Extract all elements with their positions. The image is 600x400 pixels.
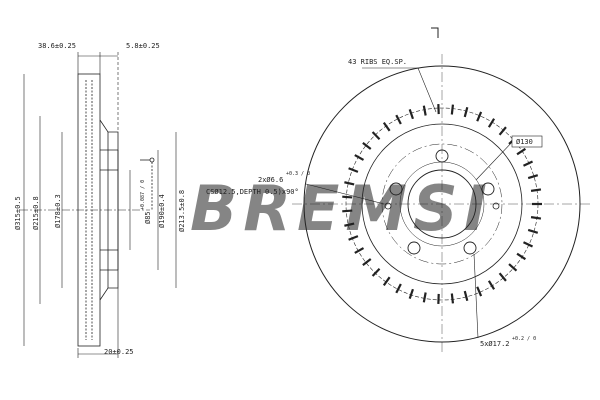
rib-tick [371,131,381,140]
rib-tick [498,126,507,136]
rib-tick [516,147,527,156]
rib-tick [395,114,402,125]
dim-pcd: Ø130 [516,138,533,146]
rib-tick [527,228,539,234]
dim-diameter-85-tol: +0.087 / 0 [140,180,146,210]
rib-tick [342,209,353,213]
rib-tick [508,263,518,272]
rib-tick [362,258,372,266]
watermark-text: BREMSI [190,172,493,245]
rib-tick [348,167,359,173]
rib-tick [487,118,496,128]
rib-tick [382,122,391,132]
rib-tick [527,174,539,180]
rib-tick [422,105,427,116]
rib-tick [476,286,483,297]
rib-tick [395,283,402,294]
rib-tick [450,293,455,304]
rib-tick [530,216,542,220]
rib-tick [450,104,455,115]
label-ribs: 43 RIBS EQ.SP. [348,58,407,66]
dim-outer-diameter: Ø315±0.5 [14,196,22,230]
rib-tick [530,188,542,192]
leader-bolt-holes [473,253,479,339]
section-view [20,73,155,347]
section-dimensions [23,52,177,358]
rib-tick [371,268,381,277]
dim-diameter-85: Ø85 [144,211,152,224]
rib-tick [516,252,527,261]
small-hole [384,202,392,210]
dim-diameter-215: Ø215±0.8 [32,196,40,230]
rib-tick [348,235,359,241]
rib-tick [382,276,391,286]
front-view [292,54,592,354]
rib-tick [344,222,355,227]
rib-tick [342,195,353,199]
rib-tick [523,241,534,248]
rib-tick [487,280,496,290]
leader-pcd [475,139,515,181]
rib-tick [408,288,414,299]
pcd-box [511,135,543,148]
label-bolt-holes-tol: +0.2 / 0 [512,336,536,342]
bolt-hole [407,241,421,255]
label-small-hole: 2xØ6.6 [258,176,283,184]
label-countersink: CSØ12.5,DEPTH 0.5)x90° [206,188,299,196]
label-bolt-holes: 5xØ17.2 [480,340,510,348]
label-small-hole-tol: +0.3 / 0 [286,171,310,177]
corner-mark [431,27,439,38]
bolt-hole [463,241,477,255]
small-hole [492,202,500,210]
bolt-hole [481,182,495,196]
leader-ribs [362,67,437,113]
dim-bottom-height: 20±0.25 [104,348,134,356]
leader-small-hole [305,183,385,205]
rib-tick [498,272,507,282]
dim-diameter-178: Ø178±0.3 [54,194,62,228]
rib-tick [463,290,469,302]
rib-tick [344,181,355,186]
rib-tick [354,154,365,161]
bolt-hole [389,182,403,196]
rib-tick [422,292,427,303]
dim-top-thickness: 5.8±0.25 [126,42,160,50]
rib-tick [362,142,372,150]
rib-tick [354,247,365,254]
rib-tick [523,160,534,167]
bolt-hole [435,149,449,163]
rib-tick [476,111,483,122]
rib-tick [408,109,414,120]
dim-diameter-190: Ø190±0.4 [158,194,166,228]
dim-diameter-213: Ø213.5±0.8 [178,190,186,232]
hole-circle [149,157,155,163]
dim-top-width: 38.6±0.25 [38,42,76,50]
rib-tick [463,106,469,118]
